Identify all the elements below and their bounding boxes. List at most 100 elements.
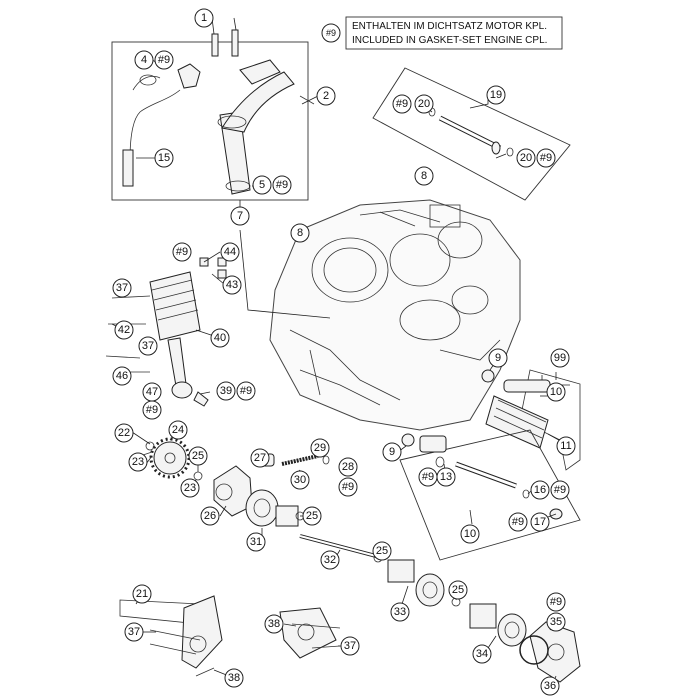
group-shaft-19 <box>372 67 571 201</box>
callout-c23b: 23 <box>180 478 200 498</box>
callout-number: 25 <box>452 584 464 596</box>
callout-c39s: #9 <box>236 381 256 401</box>
callout-c22: 22 <box>114 423 134 443</box>
callout-number: 9 <box>495 352 501 364</box>
callout-number: 23 <box>184 482 196 494</box>
callout-circle <box>272 175 292 195</box>
callout-circle <box>128 452 148 472</box>
callout-c5: 5 <box>252 175 272 195</box>
callout-c30: 30 <box>290 470 310 490</box>
callout-circle <box>290 470 310 490</box>
callout-circle <box>516 148 536 168</box>
engine-crankcase <box>269 199 521 431</box>
callout-circle <box>550 480 570 500</box>
callout-number: 34 <box>476 648 488 660</box>
callout-number: #9 <box>176 246 188 258</box>
callout-circle <box>114 320 134 340</box>
callout-circle <box>114 423 134 443</box>
callout-c37a: 37 <box>112 278 132 298</box>
callout-c24: 24 <box>168 420 188 440</box>
callout-circle <box>472 644 492 664</box>
callout-c42: 42 <box>114 320 134 340</box>
callout-c15: 15 <box>154 148 174 168</box>
callout-number: 10 <box>464 528 476 540</box>
bracket-assembly <box>119 595 341 677</box>
callout-circle <box>530 480 550 500</box>
callout-circle <box>222 275 242 295</box>
callout-c20b: 20 <box>516 148 536 168</box>
callout-circle <box>168 420 188 440</box>
callout-number: 16 <box>534 484 546 496</box>
callout-c16: 16 <box>530 480 550 500</box>
callout-circle <box>112 366 132 386</box>
callout-number: 19 <box>490 89 502 101</box>
callout-circle <box>252 175 272 195</box>
callout-number: 46 <box>116 370 128 382</box>
callout-c35: 35 <box>546 612 566 632</box>
callout-circle <box>154 50 174 70</box>
callout-circle <box>224 668 244 688</box>
callout-c37d: 37 <box>340 636 360 656</box>
callout-c35s: #9 <box>546 592 566 612</box>
callout-circle <box>264 614 284 634</box>
callout-circle <box>488 348 508 368</box>
callout-c21: 21 <box>132 584 152 604</box>
callout-circle <box>392 94 412 114</box>
callout-number: 5 <box>259 179 265 191</box>
callout-number: 37 <box>344 640 356 652</box>
legend-line-2: INCLUDED IN GASKET-SET ENGINE CPL. <box>352 35 547 46</box>
callout-c5s: #9 <box>272 175 292 195</box>
callout-number: 2 <box>323 90 329 102</box>
callout-number: 28 <box>342 461 354 473</box>
callout-c25d: 25 <box>448 580 468 600</box>
callout-circle <box>316 86 336 106</box>
callout-number: 31 <box>250 536 262 548</box>
callout-c8a: 8 <box>414 166 434 186</box>
callout-circle <box>550 348 570 368</box>
callout-circle <box>236 381 256 401</box>
callout-c99: 99 <box>550 348 570 368</box>
callout-circle <box>194 8 214 28</box>
callout-circle <box>556 436 576 456</box>
callout-c23a: 23 <box>128 452 148 472</box>
callout-c36: 36 <box>540 676 560 696</box>
callout-c17s: #9 <box>508 512 528 532</box>
callout-number: 44 <box>224 246 236 258</box>
callout-c29: 29 <box>310 438 330 458</box>
callout-number: #9 <box>396 98 408 110</box>
callout-number: 30 <box>294 474 306 486</box>
callout-number: 47 <box>146 386 158 398</box>
legend-symbol: #9 <box>326 28 336 38</box>
callout-circle <box>210 328 230 348</box>
callout-c9a: 9 <box>488 348 508 368</box>
callout-circle <box>390 602 410 622</box>
callout-c25b: 25 <box>302 506 322 526</box>
callout-c27: 27 <box>250 448 270 468</box>
callout-c10b: 10 <box>460 524 480 544</box>
callout-c17: 17 <box>530 512 550 532</box>
callout-number: 38 <box>228 672 240 684</box>
callout-number: #9 <box>342 481 354 493</box>
callout-circle <box>338 457 358 477</box>
callout-c37c: 37 <box>124 622 144 642</box>
callout-number: 7 <box>237 210 243 222</box>
callout-circle <box>508 512 528 532</box>
callout-circle <box>340 636 360 656</box>
callout-circle <box>216 381 236 401</box>
callout-circle <box>338 477 358 497</box>
callout-c13s: #9 <box>418 467 438 487</box>
callout-number: 33 <box>394 606 406 618</box>
callout-number: 42 <box>118 324 130 336</box>
callout-number: 32 <box>324 554 336 566</box>
callout-c9b: 9 <box>382 442 402 462</box>
callout-circle <box>414 94 434 114</box>
callout-c28: 28 <box>338 457 358 477</box>
callout-c34: 34 <box>472 644 492 664</box>
callout-number: 43 <box>226 279 238 291</box>
callout-c2: 2 <box>316 86 336 106</box>
callout-circle <box>382 442 402 462</box>
callout-c38b: 38 <box>264 614 284 634</box>
callout-number: 36 <box>544 680 556 692</box>
